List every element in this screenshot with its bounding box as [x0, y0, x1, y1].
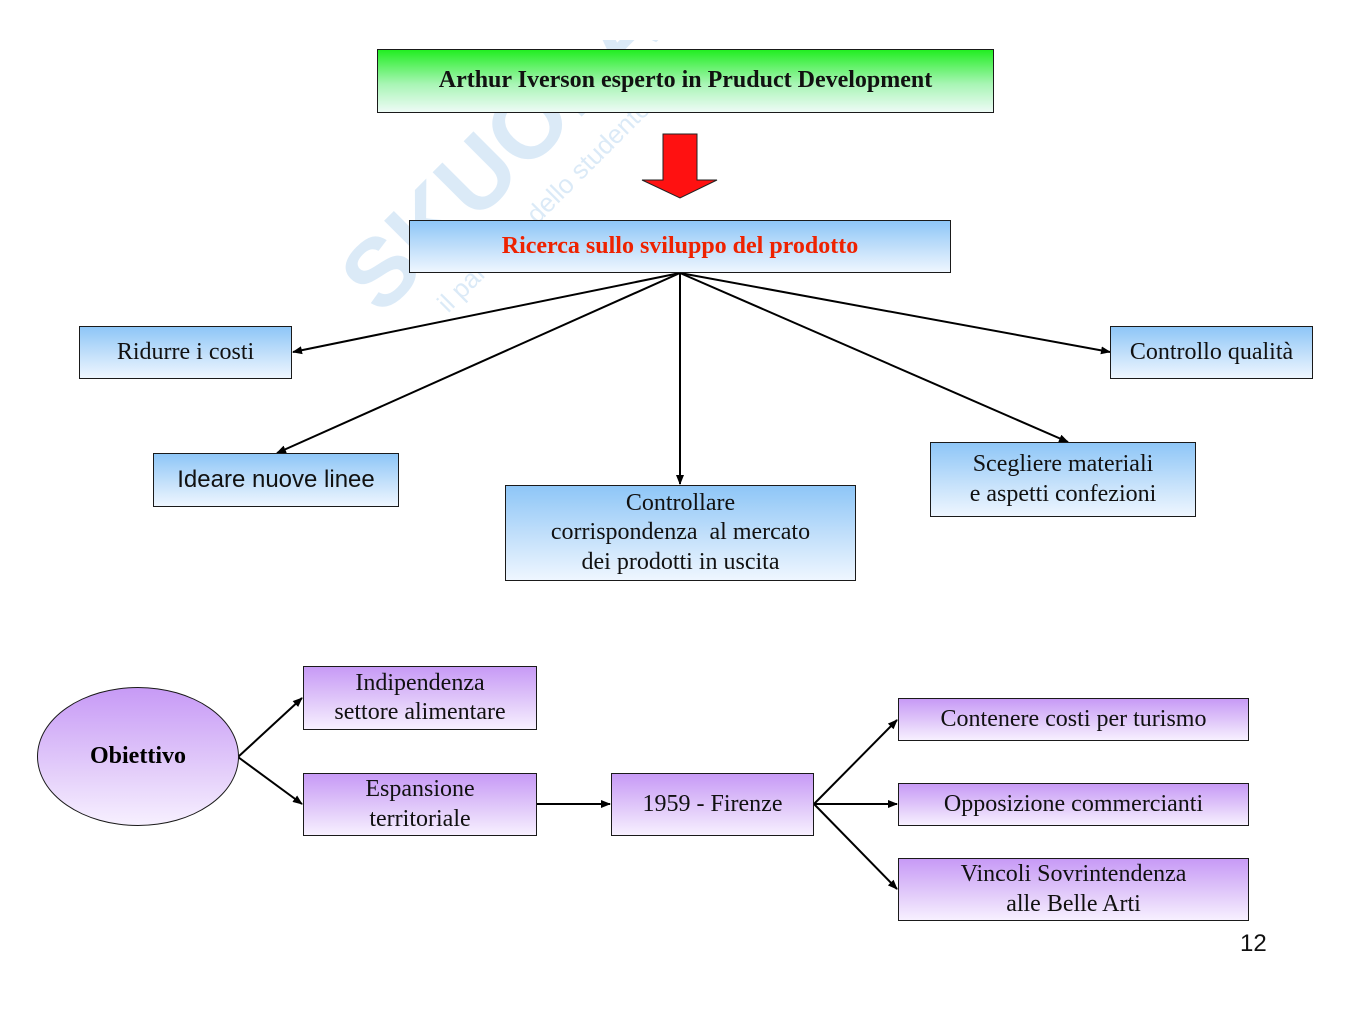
- branch-controllare-corrispondenza: Controllare corrispondenza al mercato de…: [505, 485, 856, 581]
- page-number: 12: [1240, 930, 1267, 957]
- research-box: Ricerca sullo sviluppo del prodotto: [409, 220, 951, 273]
- branch-ridurre-costi: Ridurre i costi: [79, 326, 292, 379]
- arrow-to-qualita: [679, 272, 1111, 355]
- branch-line: dei prodotti in uscita: [581, 548, 780, 575]
- objective-label: Obiettivo: [90, 743, 186, 769]
- obstacle-label: Contenere costi per turismo: [940, 705, 1207, 732]
- event-firenze: 1959 - Firenze: [611, 773, 814, 836]
- arrow-to-contenere: [813, 719, 898, 805]
- branch-controllo-qualita: Controllo qualità: [1110, 326, 1313, 379]
- objective-ellipse: Obiettivo: [37, 687, 239, 826]
- branch-scegliere-materiali: Scegliere materiali e aspetti confezioni: [930, 442, 1196, 517]
- branch-label: Controllo qualità: [1129, 338, 1294, 365]
- obstacle-line: alle Belle Arti: [1006, 890, 1141, 917]
- branch-line: e aspetti confezioni: [969, 480, 1157, 507]
- arrow-to-vincoli: [813, 803, 898, 890]
- goal-line: settore alimentare: [334, 699, 506, 725]
- branch-line: Scegliere materiali: [972, 451, 1154, 478]
- arrow-to-ideare: [276, 272, 681, 454]
- goal-line: territoriale: [369, 805, 471, 832]
- obstacle-label: Opposizione commercianti: [943, 790, 1204, 817]
- arrow-to-scegliere: [679, 272, 1069, 443]
- obstacle-opposizione: Opposizione commercianti: [898, 783, 1249, 826]
- branch-ideare-nuove-linee: Ideare nuove linee: [153, 453, 399, 507]
- goal-line: Indipendenza: [355, 669, 485, 696]
- arrow-to-ridurre: [292, 272, 681, 355]
- obstacle-vincoli: Vincoli Sovrintendenza alle Belle Arti: [898, 858, 1249, 921]
- arrow-to-indipendenza: [237, 697, 303, 758]
- obstacle-line: Vincoli Sovrintendenza: [960, 861, 1187, 888]
- branch-label: Ridurre i costi: [116, 338, 255, 365]
- branch-line: Controllare: [625, 490, 736, 517]
- goal-line: Espansione: [365, 776, 475, 803]
- branch-label: Ideare nuove linee: [177, 466, 375, 494]
- goal-indipendenza: Indipendenza settore alimentare: [303, 666, 537, 730]
- goal-espansione: Espansione territoriale: [303, 773, 537, 836]
- red-down-arrow-icon: [641, 133, 718, 199]
- arrow-to-espansione: [237, 756, 303, 805]
- event-label: 1959 - Firenze: [642, 790, 783, 817]
- obstacle-contenere-costi: Contenere costi per turismo: [898, 698, 1249, 741]
- branch-line: corrispondenza al mercato: [550, 519, 811, 546]
- title-text: Arthur Iverson esperto in Pruduct Develo…: [438, 67, 933, 94]
- title-box: Arthur Iverson esperto in Pruduct Develo…: [377, 49, 994, 113]
- research-text: Ricerca sullo sviluppo del prodotto: [501, 232, 859, 259]
